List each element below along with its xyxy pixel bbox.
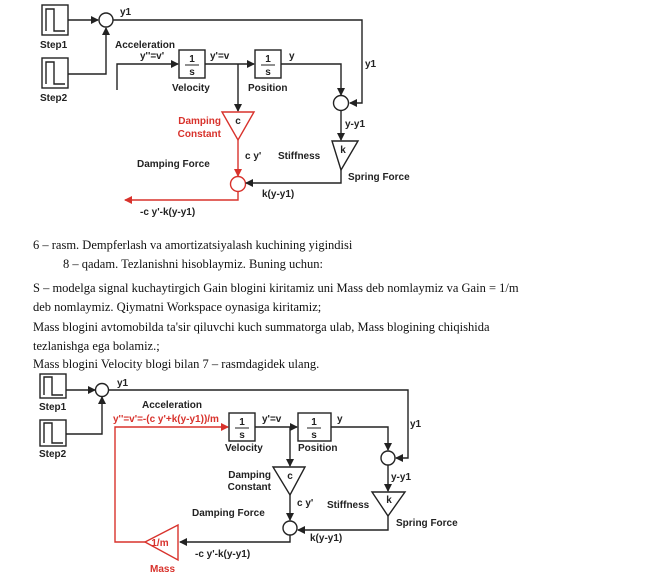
damping-gain-block — [220, 111, 256, 142]
position-integrator-block: 1s — [254, 49, 282, 79]
svg-text:1: 1 — [189, 54, 195, 65]
step1-label: Step1 — [40, 40, 68, 51]
svg-text:s: s — [189, 67, 195, 78]
diff-label: y-y1 — [345, 119, 365, 130]
sum-block-2 — [380, 450, 396, 466]
mass-gain-symbol: 1/m — [151, 538, 168, 549]
damping-out-label: c y' — [245, 151, 261, 162]
svg-text:s: s — [311, 430, 317, 441]
sum-block-3 — [282, 520, 298, 536]
sum-block-1 — [98, 12, 114, 28]
paragraph-3: Mass blogini Velocity blogi bilan 7 – ra… — [33, 357, 320, 371]
damping-force-label: Damping Force — [192, 508, 265, 519]
damping-label-1: Damping — [178, 116, 221, 127]
y1-side-label: y1 — [410, 419, 422, 430]
velocity-integrator-block: 1s — [178, 49, 206, 79]
paragraph-2-line-2: tezlanishga ega bolamiz.; — [33, 339, 160, 353]
damping-out-label: c y' — [297, 498, 313, 509]
svg-text:s: s — [265, 67, 271, 78]
damping-label-2: Constant — [178, 129, 222, 140]
svg-text:1: 1 — [265, 54, 271, 65]
stiffness-gain-symbol: k — [386, 495, 392, 506]
damping-gain-symbol: c — [287, 471, 293, 482]
figure-caption: 6 – rasm. Dempferlash va amortizatsiyala… — [33, 238, 353, 252]
velocity-label: Velocity — [172, 83, 210, 94]
position-label: Position — [248, 83, 287, 94]
paragraph-1-line-1: S – modelga signal kuchaytirgich Gain bl… — [33, 281, 519, 295]
step2-label: Step2 — [39, 449, 67, 460]
stiffness-label: Stiffness — [327, 500, 370, 511]
acceleration-label: Acceleration — [115, 40, 175, 51]
step1-label: Step1 — [39, 402, 67, 413]
paragraph-1-line-2: deb nomlaymiz. Qiymatni Workspace oynasi… — [33, 300, 322, 314]
accel-signal-label: y''=v' — [140, 51, 164, 62]
stiffness-gain-block — [370, 491, 407, 518]
spring-signal-label: k(y-y1) — [262, 189, 294, 200]
acceleration-label: Acceleration — [142, 400, 202, 411]
spring-signal-label: k(y-y1) — [310, 533, 342, 544]
accel-signal-label: y''=v'=-(c y'+k(y-y1))/m — [113, 414, 219, 425]
position-integrator-block: 1s — [297, 412, 332, 442]
velocity-label: Velocity — [225, 443, 263, 454]
position-label: Position — [298, 443, 337, 454]
step1-block — [41, 4, 69, 36]
velocity-integrator-block: 1s — [228, 412, 256, 442]
damping-label-2: Constant — [228, 482, 272, 493]
step2-block — [41, 57, 69, 89]
total-force-label: -c y'-k(y-y1) — [195, 549, 250, 560]
position-signal-label: y — [337, 414, 343, 425]
step1-block — [39, 373, 67, 399]
figure-damping-spring-sum: Step1 Step2 y1 y1 Acceleration y''=v' 1s… — [40, 4, 410, 218]
damping-label-1: Damping — [228, 470, 271, 481]
step2-block — [39, 419, 67, 447]
damping-gain-symbol: c — [235, 116, 241, 127]
damping-gain-block — [271, 466, 307, 497]
velocity-signal-label: y'=v — [210, 51, 230, 62]
step-heading: 8 – qadam. Tezlanishni hisoblaymiz. Buni… — [63, 257, 323, 271]
figure-mass-connection: Step1 Step2 y1 y1 Acceleration y''=v'=-(… — [39, 373, 458, 575]
diff-label: y-y1 — [391, 472, 411, 483]
sum-block-3 — [229, 175, 247, 193]
position-signal-label: y — [289, 51, 295, 62]
stiffness-label: Stiffness — [278, 151, 321, 162]
mass-gain-block — [143, 523, 179, 562]
svg-text:1: 1 — [239, 417, 245, 428]
sum-block-2 — [332, 94, 350, 112]
y1-side-label: y1 — [365, 59, 377, 70]
total-force-label: -c y'-k(y-y1) — [140, 207, 195, 218]
stiffness-gain-symbol: k — [340, 145, 346, 156]
stiffness-gain-block — [331, 140, 360, 172]
spring-force-label: Spring Force — [348, 172, 410, 183]
svg-text:1: 1 — [311, 417, 317, 428]
sum-block-1 — [94, 382, 110, 398]
velocity-signal-label: y'=v — [262, 414, 282, 425]
step2-label: Step2 — [40, 93, 68, 104]
damping-force-label: Damping Force — [137, 159, 210, 170]
svg-text:s: s — [239, 430, 245, 441]
spring-force-label: Spring Force — [396, 518, 458, 529]
y1-signal-label: y1 — [120, 7, 132, 18]
mass-label: Mass — [150, 564, 175, 575]
y1-signal-label: y1 — [117, 378, 129, 389]
paragraph-2-line-1: Mass blogini avtomobilda ta'sir qiluvchi… — [33, 320, 490, 334]
